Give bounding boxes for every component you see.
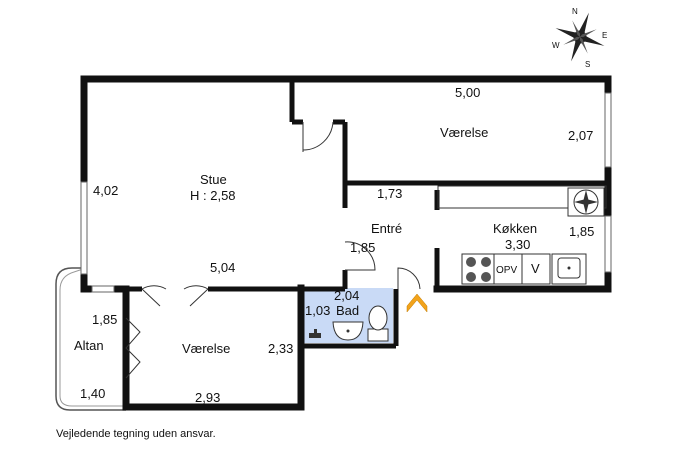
entre-depth: 1,85 <box>350 240 375 255</box>
altan-depth: 1,85 <box>92 312 117 327</box>
windows <box>80 92 612 293</box>
doors <box>125 121 421 379</box>
vaerelse-bottom-depth: 2,33 <box>268 341 293 356</box>
kokken-width: 3,30 <box>505 237 530 252</box>
disclaimer-text: Vejledende tegning uden ansvar. <box>56 428 216 440</box>
stue-width: 5,04 <box>210 260 235 275</box>
dishwasher-label: OPV <box>496 265 517 276</box>
dishwasher <box>493 253 523 285</box>
extractor-fan-icon <box>567 187 605 217</box>
vaerelse-top-width: 5,00 <box>455 85 480 100</box>
vaerelse-bottom-name: Værelse <box>182 341 230 356</box>
shower-head-icon <box>309 329 321 338</box>
balcony-outline <box>55 267 126 411</box>
stue-depth: 4,02 <box>93 183 118 198</box>
compass-north-label: N <box>572 7 578 16</box>
kitchen-sink <box>551 253 587 285</box>
vaerelse-top-depth: 2,07 <box>568 128 593 143</box>
bad-depth: 1,03 <box>305 303 330 318</box>
washing-machine-label: V <box>531 261 540 276</box>
vaerelse-bottom-width: 2,93 <box>195 390 220 405</box>
stue-name: Stue <box>200 172 227 187</box>
entre-width: 1,73 <box>377 186 402 201</box>
altan-name: Altan <box>74 338 104 353</box>
compass-icon <box>555 12 605 62</box>
entrance-arrow-icon <box>406 293 428 313</box>
compass-south-label: S <box>585 60 590 69</box>
washbasin <box>332 321 364 341</box>
kokken-depth: 1,85 <box>569 224 594 239</box>
altan-width: 1,40 <box>80 386 105 401</box>
washing-machine <box>521 253 551 285</box>
entre-name: Entré <box>371 221 402 236</box>
bad-name: Bad <box>336 303 359 318</box>
compass-west-label: W <box>552 41 560 50</box>
toilet <box>367 305 389 342</box>
stue-height: H : 2,58 <box>190 188 236 203</box>
bad-width: 2,04 <box>334 288 359 303</box>
stove <box>461 253 495 285</box>
vaerelse-top-name: Værelse <box>440 125 488 140</box>
kokken-name: Køkken <box>493 221 537 236</box>
compass-east-label: E <box>602 31 607 40</box>
interior-walls <box>123 79 608 407</box>
kitchen-upper-cabinets <box>437 185 607 209</box>
